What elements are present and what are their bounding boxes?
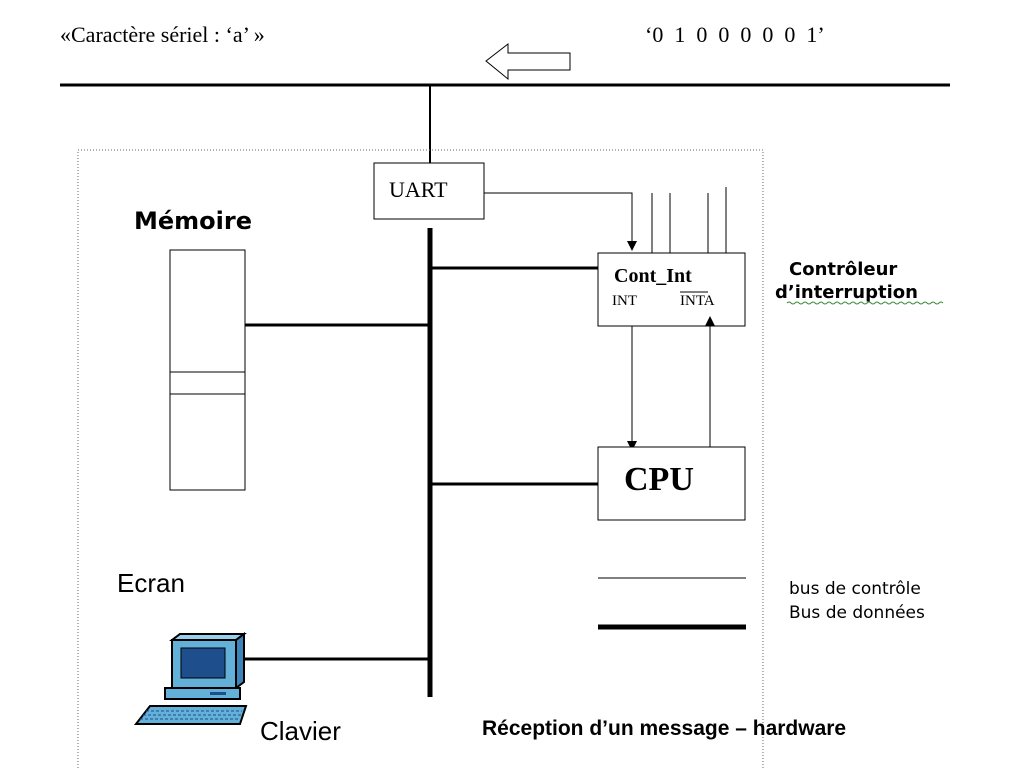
screen-label: Ecran [117,568,185,598]
memory-title: Mémoire [134,207,252,235]
spellcheck-underline [786,301,944,305]
transmission-direction-arrow-icon [485,42,571,81]
cont-int-box [597,252,746,327]
cpu-label: CPU [624,461,694,498]
controller-title-line2: d’interruption [775,282,918,303]
diagram-caption: Réception d’un message – hardware [482,717,846,740]
uart-box [373,162,485,220]
memory-block [169,249,246,491]
cpu-box [597,446,746,521]
inta-signal-label: INTA [680,293,715,309]
controller-title-line1: Contrôleur [789,259,897,280]
int-signal-label: INT [612,293,637,309]
uart-label: UART [389,177,448,202]
legend-data-bus-label: Bus de données [789,603,925,623]
legend-control-bus-label: bus de contrôle [789,579,921,599]
cont-int-label: Cont_Int [614,265,692,287]
keyboard-label: Clavier [260,716,341,746]
uart-interrupt-line [484,192,637,251]
system-boundary [77,149,764,768]
serial-char-label: «Caractère sériel : ‘a’ » [60,22,265,47]
computer-icon [133,632,248,725]
bit-pattern: ‘0 1 0 0 0 0 0 1’ [645,22,825,47]
